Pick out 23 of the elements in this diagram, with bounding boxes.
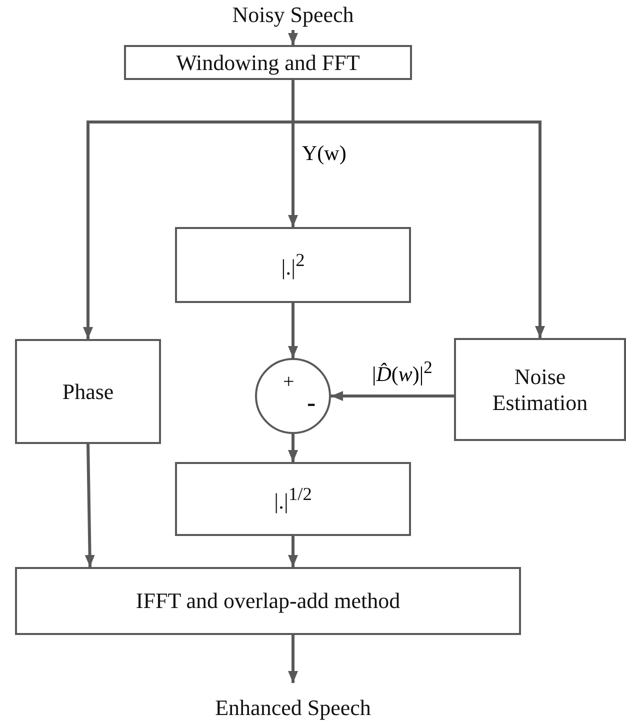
arrow: [288, 434, 298, 462]
box-label: IFFT and overlap-add method: [136, 588, 400, 614]
arrow: [288, 303, 298, 358]
box-label: Windowing and FFT: [176, 50, 360, 76]
process-box: [175, 462, 411, 536]
process-box: [175, 227, 411, 303]
arrow: [288, 635, 298, 683]
box-label: |.|$^{1/2}$: [274, 484, 312, 514]
process-box: [124, 45, 412, 80]
process-box: [15, 339, 161, 444]
arrow: [84, 444, 95, 568]
sign-symbol: +: [283, 372, 294, 392]
process-box: [15, 567, 521, 635]
arrow: [288, 536, 298, 567]
box-label: Noise Estimation: [491, 364, 589, 416]
speech-label: Noisy Speech: [232, 2, 354, 28]
speech-label: Enhanced Speech: [215, 695, 371, 721]
box-label: |.|$^{2}$: [281, 250, 305, 280]
box-label: Phase: [62, 378, 114, 404]
arrow: [288, 30, 298, 45]
process-box: [454, 338, 626, 441]
arrow: [331, 391, 454, 401]
sign-symbol: -: [307, 390, 316, 416]
